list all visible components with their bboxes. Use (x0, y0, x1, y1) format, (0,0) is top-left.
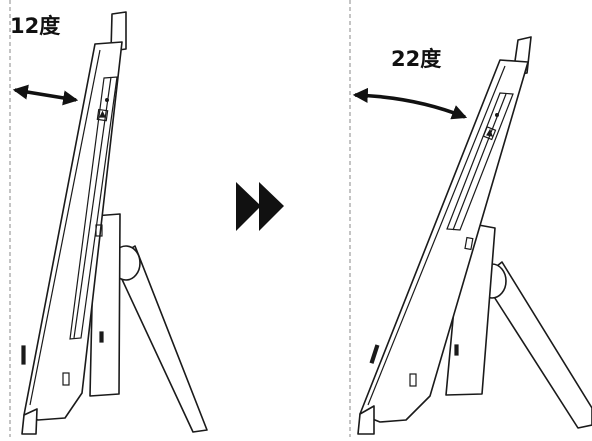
angle-label-12-degrees: 12度 (10, 14, 61, 38)
left-panel (9, 0, 208, 437)
front-bezel-edge (367, 65, 506, 406)
rear-port-bottom (409, 373, 417, 387)
display-foot (21, 408, 38, 435)
rear-port-top (464, 236, 474, 251)
eject-button (482, 126, 497, 141)
angle-label-22-degrees: 22度 (391, 47, 442, 71)
drive-indicator (104, 97, 109, 102)
rear-port-bottom (62, 372, 70, 386)
side-switch (369, 344, 380, 364)
stand-leg (481, 261, 592, 429)
display-foot (357, 405, 375, 435)
side-latch (454, 344, 459, 356)
angle-arrow-right (352, 87, 468, 120)
double-play-arrow-icon (236, 182, 284, 231)
disc-drive-slot (69, 76, 118, 340)
side-switch (21, 345, 26, 365)
eject-icon (99, 110, 106, 118)
front-bezel-edge (29, 49, 101, 406)
eject-icon (486, 128, 493, 137)
right-panel (349, 0, 592, 437)
disc-drive-slot (446, 92, 514, 231)
drive-indicator (495, 112, 500, 117)
angle-arrow-left (12, 84, 79, 106)
display-body (359, 59, 529, 423)
eject-button (96, 108, 109, 122)
rear-port-top (95, 224, 103, 237)
side-latch (99, 331, 104, 343)
